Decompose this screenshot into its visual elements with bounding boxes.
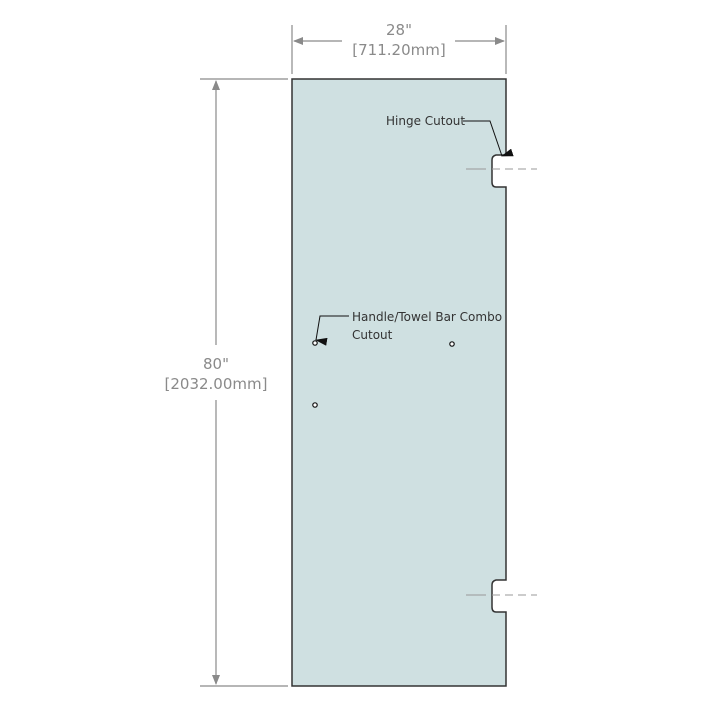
width-metric: [711.20mm] <box>352 41 445 59</box>
hinge-centerlines <box>466 168 537 596</box>
handle-cutout-note-line1: Handle/Towel Bar Combo <box>352 310 502 324</box>
hinge-cutout-note: Hinge Cutout <box>386 114 465 128</box>
width-imperial: 28" <box>386 21 412 39</box>
hinge-leader <box>463 120 514 157</box>
handle-hole-bottom <box>312 402 318 408</box>
handle-leader <box>315 315 349 346</box>
height-metric: [2032.00mm] <box>165 375 268 393</box>
handle-cutout-note-line2: Cutout <box>352 328 393 342</box>
height-imperial: 80" <box>203 355 229 373</box>
height-dimension <box>200 78 288 687</box>
handle-hole-top <box>312 340 318 346</box>
hole-mid <box>449 341 455 347</box>
glass-panel <box>291 78 507 687</box>
width-dimension <box>291 25 507 74</box>
